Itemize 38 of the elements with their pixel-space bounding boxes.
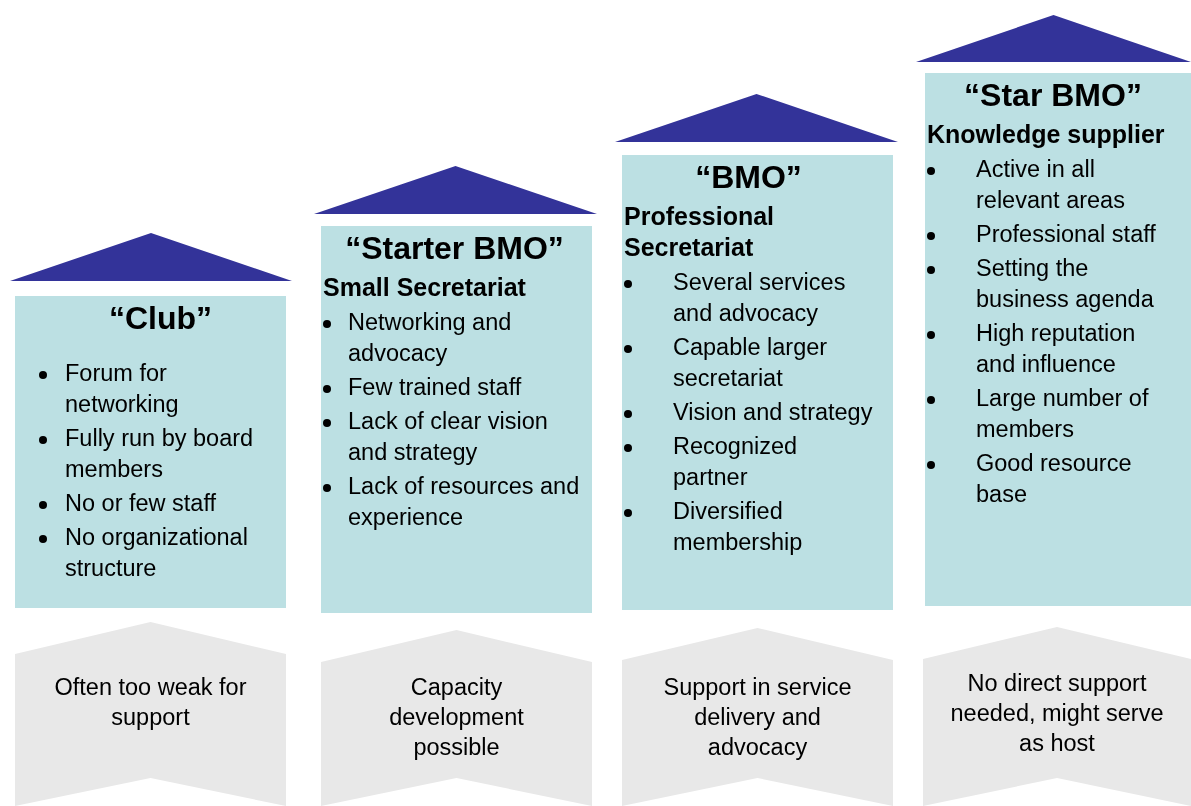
column-panel (622, 155, 893, 610)
bullet-item: High reputation and influence (927, 318, 1179, 380)
column-panel (15, 296, 286, 608)
bullet-item: Vision and strategy (624, 397, 873, 428)
support-text: Support in service delivery and advocacy (662, 673, 853, 762)
bullet-item: Few trained staff (323, 372, 586, 403)
bullet-item: No or few staff (39, 488, 282, 519)
roof-triangle (10, 233, 292, 281)
column-title: “Star BMO” (963, 77, 1143, 113)
bullet-item: Lack of clear vision and strategy (323, 406, 586, 468)
bullet-item: Diversified membership (624, 496, 873, 558)
support-text: Capacity development possible (388, 673, 525, 762)
bullet-item: Several services and advocacy (624, 267, 873, 329)
column-title: “Club” (107, 300, 214, 336)
bullet-item: Good resource base (927, 448, 1179, 510)
column-panel (925, 73, 1191, 606)
bullet-item: Forum for networking (39, 358, 282, 420)
support-text: No direct support needed, might serve as host (949, 669, 1165, 758)
column-subtitle: Knowledge supplier (927, 119, 1166, 150)
bullet-item: Setting the business agenda (927, 253, 1179, 315)
bullet-item: Recognized partner (624, 431, 873, 493)
roof-triangle (916, 15, 1191, 62)
column-subtitle: Professional Secretariat (624, 201, 776, 263)
column-subtitle: Small Secretariat (323, 272, 527, 303)
bullet-item: Active in all relevant areas (927, 154, 1179, 216)
support-text: Often too weak for support (53, 673, 248, 732)
roof-triangle (615, 94, 898, 142)
column-panel (321, 226, 592, 613)
bullet-item: Lack of resources and experience (323, 471, 586, 533)
bullet-item: Capable larger secretariat (624, 332, 873, 394)
bullet-item: Professional staff (927, 219, 1179, 250)
column-title: “BMO” (694, 159, 803, 195)
roof-triangle (314, 166, 597, 214)
column-title: “Starter BMO” (344, 230, 565, 266)
bullet-item: Networking and advocacy (323, 307, 586, 369)
bullet-item: Large number of members (927, 383, 1179, 445)
bullet-item: Fully run by board members (39, 423, 282, 485)
bullet-item: No organizational structure (39, 522, 282, 584)
